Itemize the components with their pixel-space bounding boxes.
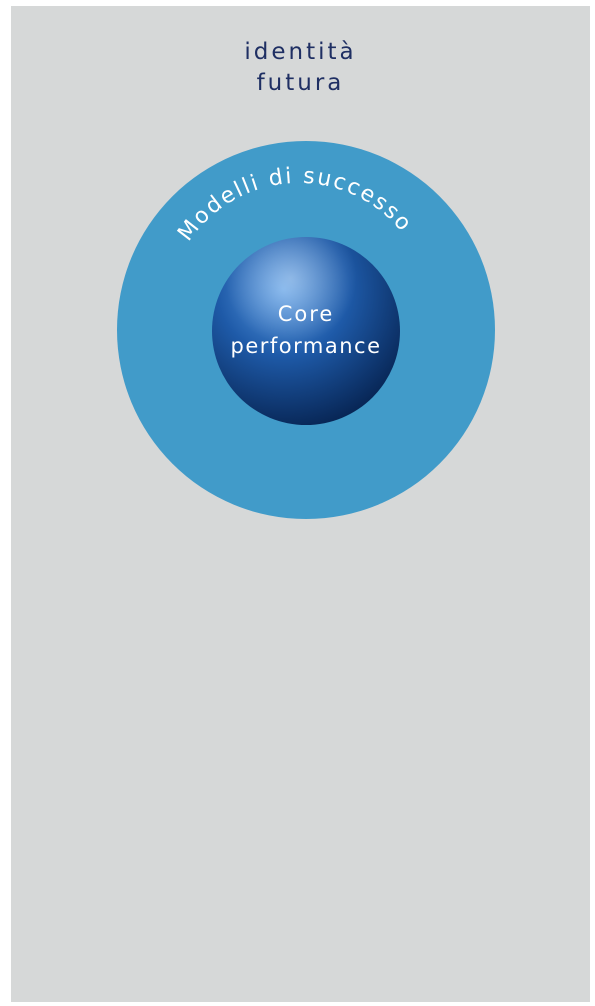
- core-label-line-1: Core: [278, 302, 335, 326]
- diagram-title: identità futura: [11, 37, 590, 99]
- title-line-2: futura: [256, 70, 345, 96]
- core-sphere-shine: [212, 237, 400, 425]
- core-label-line-2: performance: [231, 334, 382, 358]
- title-line-1: identità: [244, 39, 357, 65]
